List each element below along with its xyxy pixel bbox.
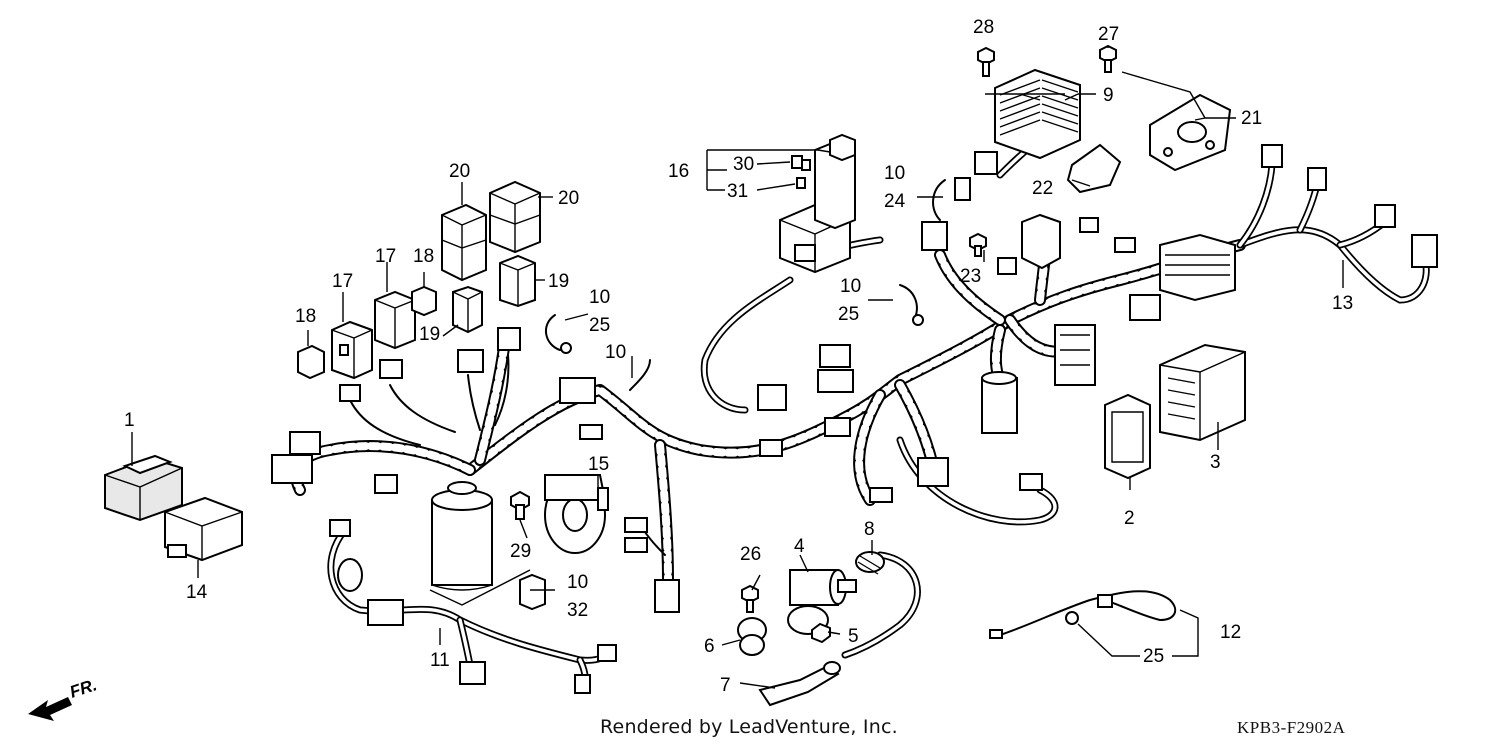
part-8-sleeve: [855, 551, 885, 575]
callout-12: 12: [1220, 622, 1241, 643]
part-5-nut: [811, 622, 831, 644]
part-27-bolt: [1099, 44, 1117, 73]
connectors-upper-middle: [997, 213, 1161, 321]
multi-pin-connector: [1054, 233, 1236, 386]
callout-31: 31: [727, 181, 748, 202]
diagram-code: KPB3-F2902A: [1237, 718, 1346, 737]
horn-connectors: [624, 517, 680, 613]
front-direction-marker: FR.: [28, 675, 99, 721]
callout-1: 1: [124, 410, 135, 431]
part-6-boot: [737, 617, 767, 656]
part-17-relay-b: [374, 290, 416, 350]
part-31-fuse: [796, 177, 806, 189]
part-12-clip: [989, 594, 1113, 639]
part-22-gasket: [1066, 143, 1122, 194]
capacitor-cylinder-center: [981, 371, 1018, 434]
callout-8: 8: [864, 519, 875, 540]
regulator-connector: [974, 151, 998, 175]
part-17-relay-a: [331, 320, 373, 380]
part-32-small-relay: [519, 573, 546, 611]
callout-18-a: 18: [295, 306, 316, 327]
callout-18-b: 18: [413, 246, 434, 267]
callout-30: 30: [733, 154, 754, 175]
part-16-fuse-box: [779, 133, 856, 274]
callout-26: 26: [740, 544, 761, 565]
callout-25-c: 25: [1143, 646, 1164, 667]
part-11-connectors: [329, 519, 617, 694]
part-18-relay-a: [297, 344, 325, 380]
callout-32: 32: [567, 600, 588, 621]
callout-27: 27: [1098, 24, 1119, 45]
callout-20-b: 20: [558, 188, 579, 209]
part-4-ignition-coil: [787, 569, 857, 635]
part-15-horn: [544, 474, 609, 554]
callout-25-a: 25: [589, 315, 610, 336]
part-13-connectors: [1261, 144, 1438, 268]
callout-24: 24: [884, 191, 906, 212]
part-2-cover: [1104, 393, 1151, 480]
callout-10-d: 10: [605, 342, 626, 363]
center-connectors: [757, 344, 1043, 503]
part-21-bracket: [1149, 93, 1232, 172]
left-connectors: [271, 327, 603, 494]
capacitor-cylinder-left: [431, 481, 493, 591]
callout-23: 23: [960, 266, 981, 287]
callout-17-b: 17: [375, 246, 396, 267]
callout-10-c: 10: [589, 287, 610, 308]
branch-wires: [327, 136, 1430, 689]
callout-7: 7: [720, 675, 731, 696]
callout-10-a: 10: [884, 163, 905, 184]
part-29-bolt: [510, 490, 530, 520]
leader-lines: [131, 46, 1344, 689]
callout-5: 5: [848, 626, 859, 647]
callout-17-a: 17: [332, 271, 353, 292]
part-26-bolt: [741, 584, 759, 613]
part-19-relay-a: [452, 285, 483, 334]
part-14-control-unit: [164, 496, 243, 562]
callout-11: 11: [430, 650, 450, 671]
part-9-regulator: [994, 68, 1081, 160]
part-23-bolt: [969, 232, 987, 257]
callout-15: 15: [588, 454, 609, 475]
callout-19-a: 19: [419, 324, 440, 345]
callout-22: 22: [1032, 178, 1053, 199]
front-marker-label: FR.: [67, 675, 99, 702]
part-3-control-module: [1159, 343, 1246, 442]
part-24-connector: [921, 221, 948, 251]
part-19-relay-b: [499, 254, 536, 308]
front-arrow-icon: [28, 697, 72, 721]
callout-numbers: 1 2 3 4 5 6 7 8 9 10 10 10 10 10 11 12 1…: [124, 17, 1353, 696]
callout-10-b: 10: [840, 276, 861, 297]
render-credit: Rendered by LeadVenture, Inc.: [600, 716, 898, 738]
callout-29: 29: [510, 541, 531, 562]
callout-20-a: 20: [449, 161, 470, 182]
part-28-bolt: [977, 46, 995, 77]
part-20-cover-a: [441, 203, 487, 282]
callout-21: 21: [1241, 108, 1262, 129]
callout-16: 16: [668, 161, 689, 182]
part-7-plug-cap: [758, 661, 841, 707]
callout-19-b: 19: [548, 271, 569, 292]
callout-28: 28: [973, 17, 994, 38]
callout-2: 2: [1124, 508, 1135, 529]
part-18-relay-b: [411, 285, 437, 317]
callout-4: 4: [794, 536, 805, 557]
part-30-fuse: [791, 155, 811, 171]
part-20-cover-b: [489, 180, 541, 254]
callout-3: 3: [1210, 452, 1221, 473]
callout-25-b: 25: [838, 304, 859, 325]
callout-13: 13: [1332, 293, 1353, 314]
part-1-connector-box: [104, 454, 183, 522]
callout-6: 6: [704, 636, 715, 657]
callout-9: 9: [1103, 85, 1114, 106]
clamps: [545, 177, 971, 354]
callout-14: 14: [186, 582, 208, 603]
callout-10-e: 10: [567, 572, 588, 593]
